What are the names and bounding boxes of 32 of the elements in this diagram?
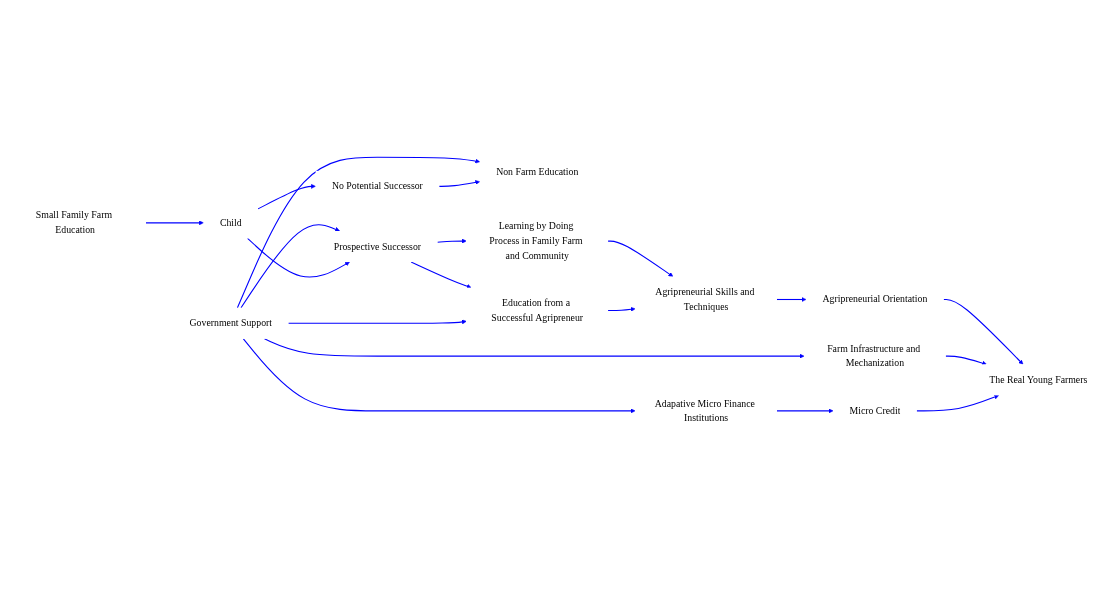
node-text: Farm Infrastructure and Mechanization [827, 343, 921, 369]
arrow [257, 183, 316, 210]
node-text: Agripreneurial Orientation [822, 293, 928, 305]
arrow [240, 224, 340, 309]
arrow [438, 180, 480, 187]
node-text: Child [219, 217, 242, 229]
arrow [436, 238, 467, 244]
node-text: Micro Credit [849, 405, 901, 417]
node-text: Government Support [189, 317, 273, 329]
arrow [607, 306, 636, 312]
arrow [247, 237, 350, 278]
arrow [776, 408, 834, 414]
arrow [263, 338, 805, 359]
arrow [945, 355, 987, 366]
node-text: Education from a Successful Agripreneur [491, 297, 584, 324]
node-text: Agripreneurial Skills and Techniques [655, 286, 755, 313]
arrow [236, 156, 480, 309]
node-text: Small Family Farm Education [35, 209, 113, 236]
arrow [943, 298, 1024, 365]
node-text: Prospective Successor [333, 240, 422, 252]
node-text: Non Farm Education [496, 166, 579, 177]
arrow [287, 319, 467, 325]
arrow [607, 240, 674, 277]
node-text: The Real Young Farmers [989, 374, 1088, 385]
arrow [242, 338, 636, 414]
node-text: Learning by Doing Process in Family Farm and Community [489, 220, 583, 261]
node-text: No Potential Successor [331, 180, 423, 192]
arrow [410, 261, 472, 289]
node-text: Adapative Micro Finance Institutions [654, 397, 755, 424]
arrow [916, 394, 1000, 412]
arrow [145, 220, 204, 226]
arrow [776, 297, 807, 302]
